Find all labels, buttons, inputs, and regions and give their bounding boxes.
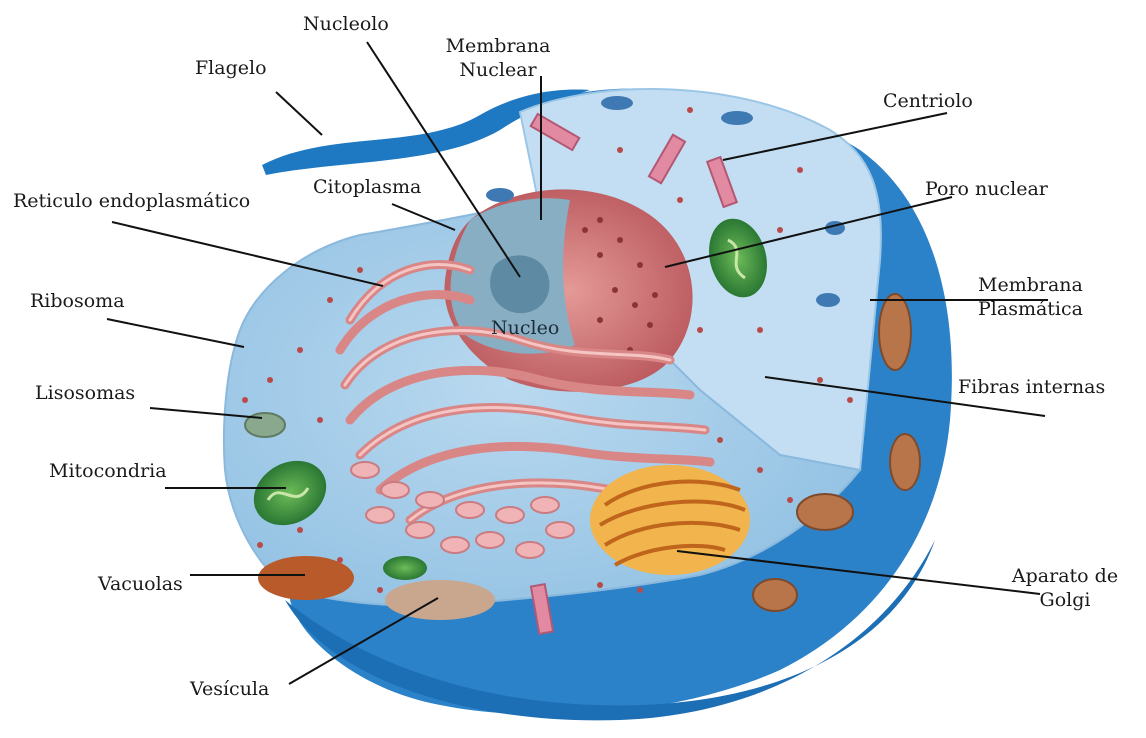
label-lisosomas: Lisosomas <box>35 381 135 405</box>
vesicle-shape <box>385 580 495 620</box>
label-nucleo: Nucleo <box>491 316 559 340</box>
label-mitocondria: Mitocondria <box>49 459 167 483</box>
label-flagelo: Flagelo <box>195 56 267 80</box>
label-vacuolas: Vacuolas <box>98 572 183 596</box>
label-membrana-nuclear: Membrana Nuclear <box>438 34 558 82</box>
golgi-apparatus <box>590 465 750 575</box>
label-fibras-internas: Fibras internas <box>958 375 1105 399</box>
label-poro-nuclear: Poro nuclear <box>925 177 1048 201</box>
label-centriolo: Centriolo <box>883 89 973 113</box>
label-membrana-plasmatica: Membrana Plasmática <box>978 273 1083 321</box>
label-vesicula: Vesícula <box>190 677 269 701</box>
leader-ribosoma <box>107 319 244 347</box>
label-aparato-de-golgi: Aparato de Golgi <box>1005 564 1125 612</box>
label-ribosoma: Ribosoma <box>30 289 125 313</box>
label-nucleolo: Nucleolo <box>303 12 389 36</box>
label-citoplasma: Citoplasma <box>313 175 421 199</box>
leader-flagelo <box>276 92 322 135</box>
label-reticulo-endoplasmatico: Reticulo endoplasmático <box>13 189 250 213</box>
